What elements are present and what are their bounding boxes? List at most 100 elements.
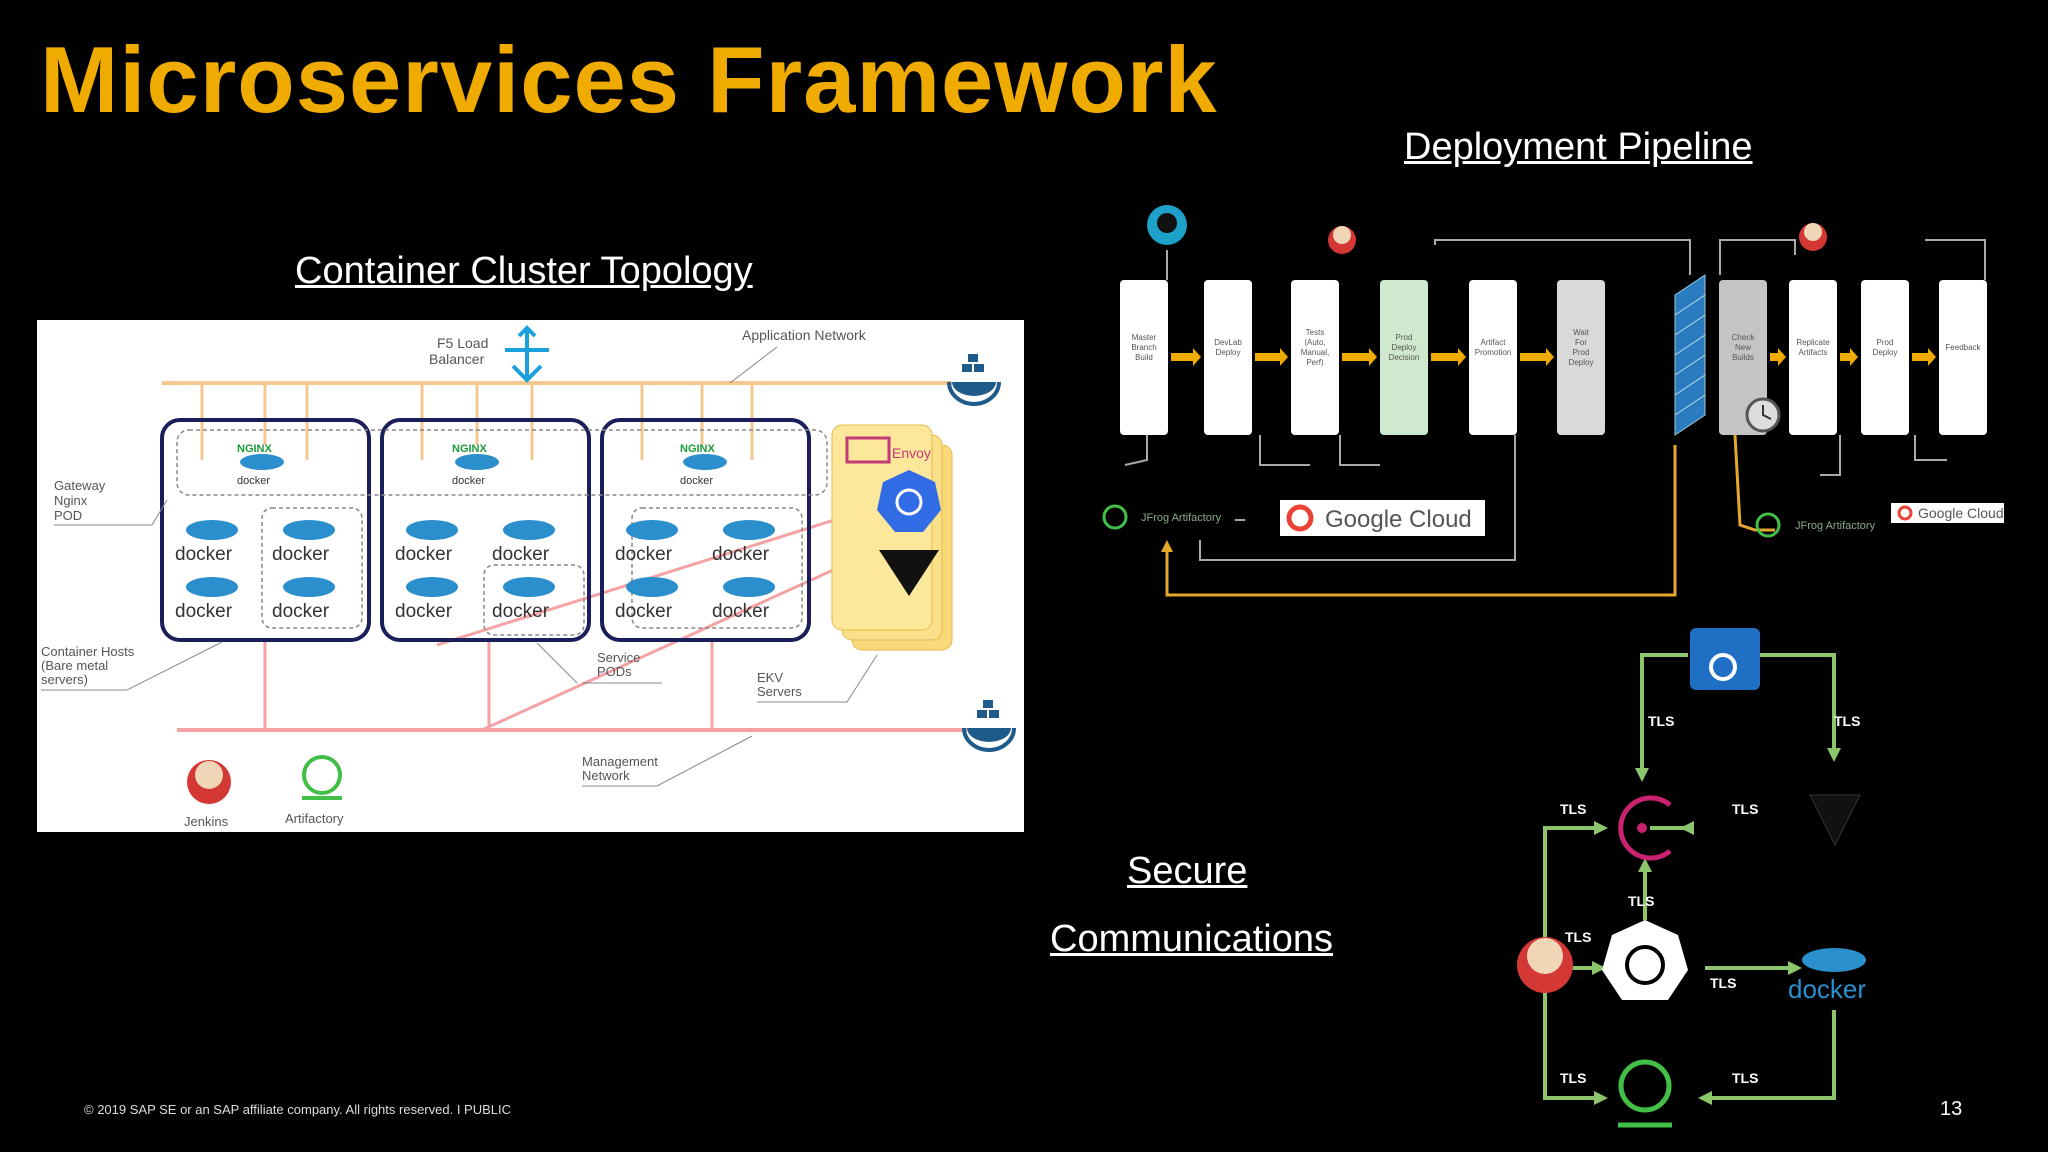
- kubernetes-icon: [877, 470, 941, 532]
- service-label-2: PODs: [597, 664, 632, 679]
- jenkins-icon: [187, 760, 231, 804]
- svg-text:Google Cloud: Google Cloud: [1325, 506, 1472, 533]
- gateway-label-1: Gateway: [54, 478, 106, 493]
- secure-heading-line2: Communications: [1050, 918, 1333, 960]
- jenkins-icon-2: [1799, 223, 1827, 251]
- svg-text:Build: Build: [1135, 353, 1153, 362]
- svg-text:Artifacts: Artifacts: [1799, 348, 1828, 357]
- github-icon: [1147, 205, 1187, 245]
- kubernetes-icon: [1602, 920, 1688, 1000]
- stage-arrow: [1912, 348, 1936, 366]
- svg-text:Manual,: Manual,: [1301, 348, 1329, 357]
- clock-icon: [1745, 397, 1781, 433]
- hosts-label-3: servers): [41, 672, 88, 687]
- tls-label: TLS: [1560, 801, 1586, 817]
- svg-text:docker: docker: [492, 601, 550, 622]
- svg-text:JFrog Artifactory: JFrog Artifactory: [1141, 512, 1222, 524]
- tls-label: TLS: [1565, 929, 1591, 945]
- mgmt-label-1: Management: [582, 754, 658, 769]
- docker-host: docker: [272, 577, 335, 622]
- svg-text:JFrog Artifactory: JFrog Artifactory: [1795, 520, 1876, 532]
- svg-text:Builds: Builds: [1732, 353, 1754, 362]
- svg-text:Prod: Prod: [1396, 333, 1413, 342]
- svg-text:Deploy: Deploy: [1873, 348, 1898, 357]
- svg-text:Perf): Perf): [1306, 358, 1324, 367]
- stage-arrow: [1255, 348, 1288, 366]
- pipeline-stage: Tests(Auto,Manual,Perf): [1291, 280, 1339, 435]
- tls-label: TLS: [1560, 1070, 1586, 1086]
- docker-host: docker: [615, 520, 678, 565]
- svg-text:docker: docker: [237, 475, 270, 487]
- svg-text:docker: docker: [452, 475, 485, 487]
- svg-text:Deploy: Deploy: [1569, 358, 1594, 367]
- svg-text:Branch: Branch: [1131, 343, 1156, 352]
- stage-arrow: [1770, 348, 1786, 366]
- nginx-pod-3: NGINX docker: [680, 443, 727, 487]
- docker-host: docker: [712, 577, 775, 622]
- svg-text:docker: docker: [712, 544, 770, 565]
- docker-host: docker: [492, 520, 555, 565]
- svg-text:docker: docker: [175, 601, 233, 622]
- jenkins-label: Jenkins: [184, 814, 229, 829]
- stage-arrow: [1171, 348, 1201, 366]
- docker-host: docker: [615, 577, 678, 622]
- docker-host: docker: [492, 577, 555, 622]
- ekv-label-1: EKV: [757, 670, 783, 685]
- tls-label: TLS: [1710, 975, 1736, 991]
- docker-host: docker: [175, 520, 238, 565]
- svg-text:Artifact: Artifact: [1481, 338, 1507, 347]
- svg-text:For: For: [1575, 338, 1587, 347]
- tls-label: TLS: [1732, 801, 1758, 817]
- svg-text:docker: docker: [272, 544, 330, 565]
- service-label-1: Service: [597, 650, 640, 665]
- vault-icon: [1809, 794, 1861, 847]
- svg-text:Promotion: Promotion: [1475, 348, 1511, 357]
- nginx-pod-2: NGINX docker: [452, 443, 499, 487]
- docker-host: docker: [395, 520, 458, 565]
- hosts-label-2: (Bare metal: [41, 658, 108, 673]
- svg-text:DevLab: DevLab: [1214, 338, 1242, 347]
- page-number: 13: [1940, 1098, 1963, 1120]
- svg-text:Prod: Prod: [1573, 348, 1590, 357]
- slide-title: Microservices Framework: [40, 27, 1218, 132]
- topology-diagram: F5 Load Balancer Application Network NGI…: [37, 320, 1024, 832]
- svg-text:(Auto,: (Auto,: [1304, 338, 1325, 347]
- google-cloud-1: Google Cloud: [1280, 500, 1485, 536]
- topology-heading: Container Cluster Topology: [295, 250, 753, 292]
- app-network-label: Application Network: [742, 327, 867, 343]
- svg-text:docker: docker: [615, 601, 673, 622]
- svg-text:docker: docker: [395, 601, 453, 622]
- svg-text:New: New: [1735, 343, 1751, 352]
- svg-text:docker: docker: [680, 475, 713, 487]
- svg-text:Deploy: Deploy: [1216, 348, 1241, 357]
- docker-host: docker: [175, 577, 238, 622]
- svg-text:Feedback: Feedback: [1945, 343, 1981, 352]
- docker-host: docker: [395, 577, 458, 622]
- consul-icon: [1618, 795, 1672, 861]
- pipeline-heading: Deployment Pipeline: [1404, 126, 1753, 168]
- stage-arrow: [1520, 348, 1554, 366]
- svg-text:NGINX: NGINX: [237, 443, 273, 455]
- google-cloud-2: Google Cloud: [1891, 503, 2004, 523]
- svg-text:docker: docker: [395, 544, 453, 565]
- jfrog-artifactory-1: JFrog Artifactory: [1102, 504, 1222, 530]
- docker-host: docker: [272, 520, 335, 565]
- lb-label-1: F5 Load: [437, 335, 488, 351]
- tls-label: TLS: [1648, 713, 1674, 729]
- artifactory-label: Artifactory: [285, 811, 344, 826]
- secure-heading-line1: Secure: [1127, 850, 1248, 892]
- svg-text:Wait: Wait: [1573, 328, 1589, 337]
- docker-host: docker: [712, 520, 775, 565]
- svg-text:NGINX: NGINX: [680, 443, 716, 455]
- copyright-footer: © 2019 SAP SE or an SAP affiliate compan…: [84, 1102, 512, 1117]
- stage-arrow: [1431, 348, 1466, 366]
- svg-text:Check: Check: [1732, 333, 1756, 342]
- jenkins-icon-1: [1328, 226, 1356, 254]
- svg-text:Tests: Tests: [1306, 328, 1325, 337]
